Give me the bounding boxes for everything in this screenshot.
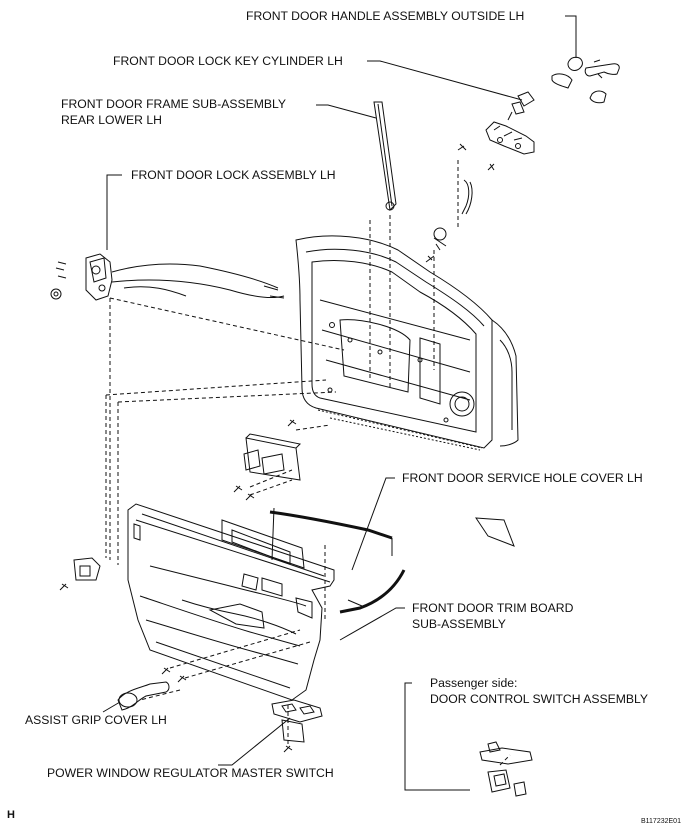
leader-lines bbox=[103, 16, 576, 790]
outside-handle bbox=[552, 57, 619, 103]
leader-trim bbox=[340, 608, 405, 640]
label-assist-grip: ASSIST GRIP COVER LH bbox=[25, 713, 167, 727]
label-trim-line1: FRONT DOOR TRIM BOARD bbox=[412, 601, 574, 615]
door-trim-board bbox=[128, 504, 334, 700]
label-trim-line2: SUB-ASSEMBLY bbox=[412, 617, 506, 631]
label-service-hole-cover: FRONT DOOR SERVICE HOLE COVER LH bbox=[402, 471, 643, 485]
passenger-door-control-switch bbox=[480, 742, 532, 796]
label-handle-outside: FRONT DOOR HANDLE ASSEMBLY OUTSIDE LH bbox=[246, 9, 525, 23]
door-frame-rear-lower bbox=[374, 102, 396, 210]
label-master-switch: POWER WINDOW REGULATOR MASTER SWITCH bbox=[47, 766, 334, 780]
label-frame-line2: REAR LOWER LH bbox=[61, 113, 162, 127]
door-shell bbox=[296, 236, 518, 450]
leader-assist-grip bbox=[103, 702, 120, 712]
label-frame-line1: FRONT DOOR FRAME SUB-ASSEMBLY bbox=[61, 97, 287, 111]
inner-bracket bbox=[234, 420, 300, 500]
leader-handle bbox=[565, 16, 576, 58]
trim-clip bbox=[60, 558, 100, 590]
master-switch bbox=[272, 700, 322, 752]
label-passenger-line2: DOOR CONTROL SWITCH ASSEMBLY bbox=[430, 692, 649, 706]
small-fasteners bbox=[426, 180, 472, 262]
assist-grip-cover bbox=[118, 668, 186, 710]
figure-code: B117232E01 bbox=[641, 818, 681, 825]
door-lock-assembly bbox=[51, 254, 284, 300]
lock-key-cylinder bbox=[458, 92, 534, 170]
leader-lock-key bbox=[367, 61, 522, 100]
leader-lock-assembly bbox=[107, 175, 122, 250]
alignment-lines bbox=[106, 160, 510, 765]
leader-frame bbox=[316, 105, 376, 118]
leader-master-switch bbox=[218, 718, 290, 765]
label-lock-assembly: FRONT DOOR LOCK ASSEMBLY LH bbox=[131, 168, 336, 182]
service-hole-cover bbox=[270, 508, 514, 612]
leader-passenger bbox=[405, 683, 470, 790]
corner-letter: H bbox=[7, 809, 15, 821]
label-passenger-line1: Passenger side: bbox=[430, 676, 518, 690]
leader-service-hole bbox=[352, 478, 395, 570]
label-lock-key-cylinder: FRONT DOOR LOCK KEY CYLINDER LH bbox=[113, 54, 343, 68]
